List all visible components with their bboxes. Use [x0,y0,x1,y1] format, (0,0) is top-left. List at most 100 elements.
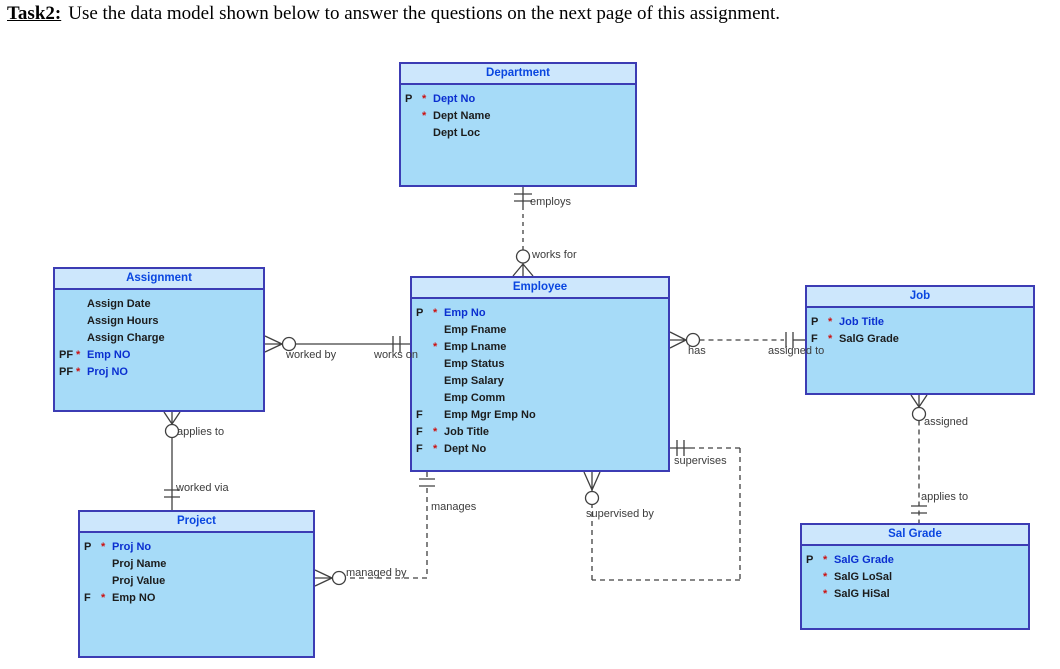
attr-label: Dept Name [433,110,491,122]
attr-label: Emp Status [444,358,505,370]
attr-row: P * Emp No [416,305,666,322]
attr-required-flag [422,125,433,142]
rel-label-manages: manages [431,501,477,513]
attr-row: *Emp Lname [416,339,666,356]
attr-required-flag: * [828,316,833,328]
attr-required-flag [433,390,444,407]
attr-required-flag [433,407,444,424]
rel-label-managed-by: managed by [346,567,407,579]
attr-required-flag [101,556,112,573]
attr-row: Proj Value [84,573,311,590]
attr-row: Emp Salary [416,373,666,390]
attr-key-flag [59,296,76,313]
attr-label: Assign Hours [87,315,159,327]
attr-key-flag [416,356,433,373]
attr-label: Emp Salary [444,375,504,387]
attr-key-flag [59,313,76,330]
attr-row: F*Emp NO [84,590,311,607]
attr-label: SalG Grade [839,333,899,345]
attr-row: Assign Hours [59,313,261,330]
entity-job-title: Job [807,287,1033,308]
relationship-assignment-employee [264,335,410,353]
attr-row: PF*Emp NO [59,347,261,364]
rel-label-applies-to-salgrade: applies to [921,491,969,503]
attr-required-flag: * [101,541,106,553]
attr-required-flag: * [433,307,438,319]
attr-required-flag [76,330,87,347]
attr-key-flag: P [811,316,819,328]
attr-key-flag [416,390,433,407]
attr-required-flag: * [433,443,438,455]
attr-label: Emp Fname [444,324,507,336]
rel-label-has: has [688,345,706,357]
attr-required-flag [101,573,112,590]
attr-label: Proj NO [87,366,128,378]
attr-label: SalG LoSal [834,571,893,583]
attr-row: P*Proj No [84,539,311,556]
rel-label-employs: employs [530,196,571,208]
attr-label: Emp No [444,307,486,319]
relationship-employee-job [669,331,805,349]
entity-department-title: Department [401,64,635,85]
rel-label-applies-to-project: applies to [177,426,225,438]
attr-row: F * SalG Grade [811,331,1031,348]
attr-required-flag: * [823,571,828,583]
attr-label: Emp Mgr Emp No [444,409,536,421]
entity-salgrade-title: Sal Grade [802,525,1028,546]
rel-label-worked-via: worked via [176,482,229,494]
attr-row: F*Job Title [416,424,666,441]
entity-employee-title: Employee [412,278,668,299]
attr-row: Proj Name [84,556,311,573]
attr-required-flag: * [828,333,833,345]
entity-salgrade-attributes: P*SalG Grade*SalG LoSal*SalG HiSal [802,546,1028,603]
attr-required-flag [76,296,87,313]
attr-row: P*SalG Grade [806,552,1026,569]
attr-key-flag: P [806,554,814,566]
attr-row: P*Job Title [811,314,1031,331]
attr-key-flag [806,586,823,603]
attr-row: *SalG HiSal [806,586,1026,603]
rel-label-works-on: works on [374,349,419,361]
attr-label: Proj Name [112,558,167,570]
attr-label: Assign Charge [87,332,165,344]
attr-key-flag: F [811,333,818,345]
rel-label-works-for: works for [532,249,577,261]
attr-key-flag: F [84,592,91,604]
rel-label-assigned-to: assigned to [768,345,825,357]
rel-label-assigned: assigned [924,416,969,428]
rel-label-supervised-by: supervised by [586,508,654,520]
attr-key-flag: PF [59,366,74,378]
attr-row: Emp Status [416,356,666,373]
attr-key-flag: F [416,443,423,455]
attr-required-flag: * [101,592,106,604]
attr-key-flag: P [416,307,424,319]
attr-key-flag: PF [59,349,74,361]
attr-required-flag: * [433,426,438,438]
attr-key-flag [84,573,101,590]
attr-required-flag: * [76,366,81,378]
task-text: Use the data model shown below to answer… [68,3,781,24]
rel-label-worked-by: worked by [286,349,337,361]
attr-required-flag: * [433,341,438,353]
attr-required-flag [433,373,444,390]
attr-key-flag: P [405,93,413,105]
attr-label: Emp Comm [444,392,506,404]
attr-key-flag: P [84,541,92,553]
attr-required-flag: * [823,554,828,566]
attr-key-flag [416,373,433,390]
attr-row: Dept Loc [405,125,633,142]
attr-required-flag: * [422,93,427,105]
task-label: Task2: [7,3,62,24]
attr-label: Dept No [444,443,487,455]
entity-project-title: Project [80,512,313,533]
attr-key-flag [59,330,76,347]
